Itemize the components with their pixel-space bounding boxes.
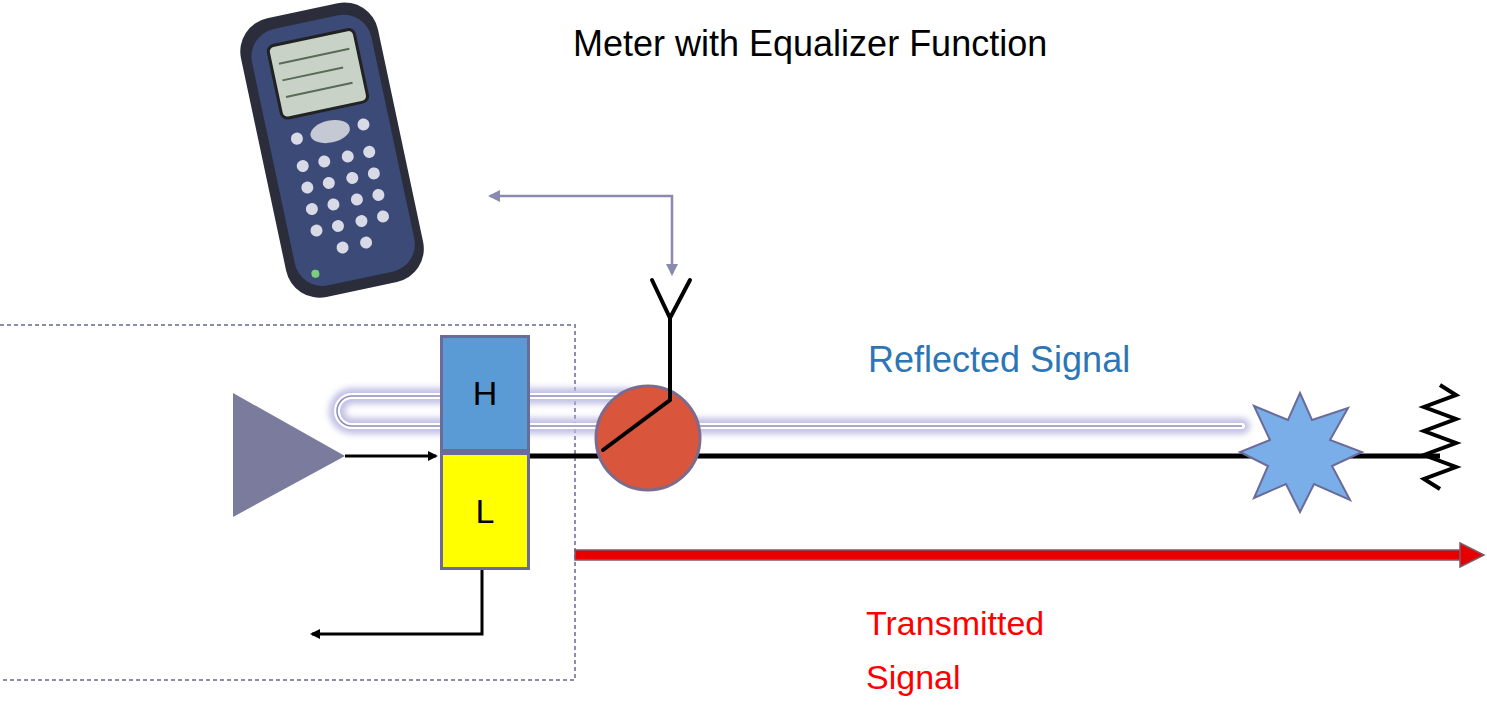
impairment-burst (1240, 393, 1362, 512)
filter-letter: H (473, 374, 498, 413)
dashed-region (0, 325, 575, 680)
meter-device (234, 0, 430, 304)
tap-circle (596, 386, 700, 490)
transmitted-label: Transmitted Signal (866, 596, 1106, 705)
antenna-probe (603, 280, 690, 450)
high-pass-filter: H (440, 335, 530, 452)
resistor-symbol (1424, 385, 1456, 489)
meter-connection (490, 196, 672, 274)
amplifier-symbol (233, 393, 345, 517)
transmitted-signal-arrow (575, 543, 1484, 567)
low-pass-filter: L (440, 452, 530, 570)
meter-label: Meter with Equalizer Function (573, 22, 1193, 65)
filter-letter: L (476, 492, 495, 531)
amp-output-wire (345, 455, 436, 458)
reflected-label: Reflected Signal (868, 338, 1288, 381)
low-output-wire (312, 570, 482, 634)
